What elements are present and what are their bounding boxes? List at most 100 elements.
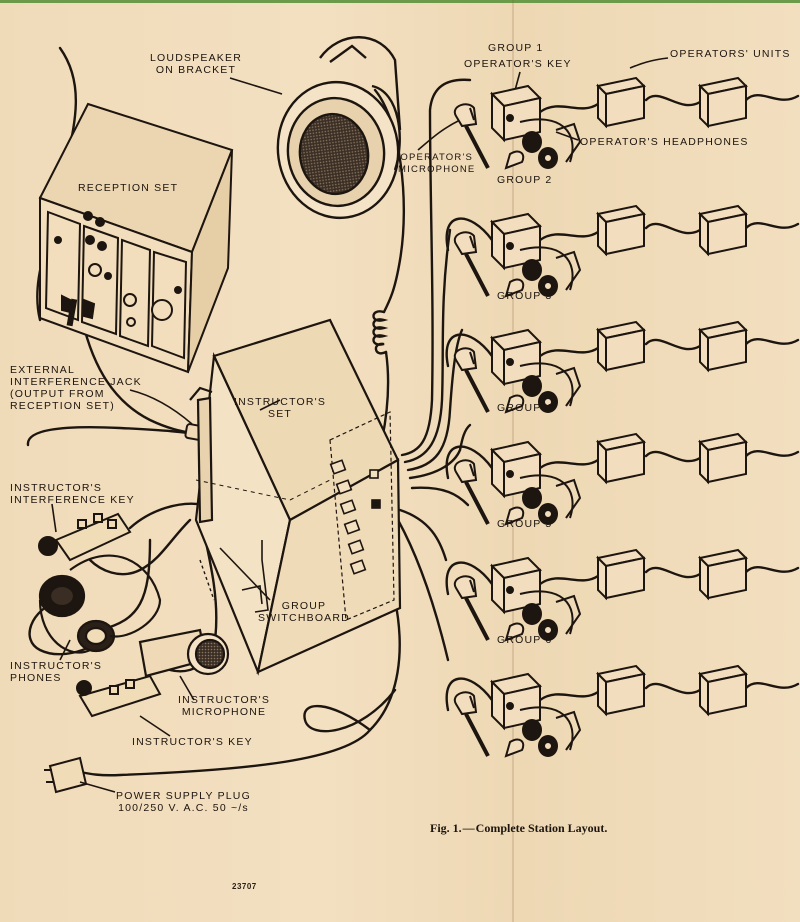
headphone-bracket — [555, 122, 582, 163]
operator-group-4 — [453, 432, 749, 526]
operator-unit-front — [707, 328, 747, 372]
operator-microphone-grille — [469, 695, 475, 709]
row-cable — [644, 94, 702, 107]
earpiece-left — [522, 603, 542, 625]
group-label-4: GROUP 4 — [497, 402, 553, 414]
row-feed-cable — [445, 333, 494, 368]
instructors-microphone-label: INSTRUCTOR'S MICROPHONE — [178, 694, 271, 718]
headphone-bracket — [555, 366, 582, 407]
operator-microphone-handle — [464, 597, 490, 641]
instructors-key-label: INSTRUCTOR'S KEY — [132, 736, 253, 748]
row-cable — [644, 682, 702, 695]
group-label-3: GROUP 3 — [497, 290, 553, 302]
headphone-cord-loop — [504, 622, 525, 642]
earpiece-center — [543, 741, 553, 751]
operator-key-knob — [506, 586, 514, 594]
headphone-cord-loop — [504, 278, 525, 298]
row-cable — [538, 230, 600, 242]
row-cable — [744, 94, 800, 102]
operator-unit-front — [707, 212, 747, 256]
operators-headphones-label: OPERATOR'S HEADPHONES — [580, 136, 749, 148]
operator-group-2 — [453, 204, 749, 298]
operator-unit-side — [597, 671, 607, 717]
row-cable — [644, 450, 702, 463]
earpiece-left — [522, 259, 542, 281]
row-cable — [744, 682, 800, 690]
operator-unit-side — [699, 671, 709, 717]
instructors-microphone-drawing — [138, 628, 230, 678]
operator-key-front — [503, 452, 541, 498]
operator-unit-front — [707, 440, 747, 484]
operator-unit-side — [597, 211, 607, 257]
scan-border — [0, 0, 800, 3]
operator-unit-front — [605, 672, 645, 716]
cables — [26, 46, 800, 777]
operator-key-front — [503, 340, 541, 386]
row-cable — [538, 574, 600, 586]
row-cable — [744, 450, 800, 458]
operator-microphone-grille — [469, 235, 475, 249]
page-number: 23707 — [232, 882, 257, 891]
row-cable — [538, 690, 600, 702]
operator-key-knob — [506, 470, 514, 478]
operator-unit-side — [597, 83, 607, 129]
caption-dash: — — [462, 821, 475, 835]
figure-number: Fig. 1. — [430, 821, 462, 835]
loudspeaker-drawing — [276, 36, 402, 220]
headphone-cord-loop — [504, 150, 525, 170]
operator-group-6 — [453, 664, 749, 758]
operator-key-front — [503, 96, 541, 142]
headphone-cord-loop — [504, 506, 525, 526]
row-cable — [644, 222, 702, 235]
operator-microphone-handle — [464, 253, 490, 297]
row-feed-cable — [445, 561, 494, 596]
row-cable — [538, 102, 600, 114]
row-cable — [644, 566, 702, 579]
earpiece-left — [522, 131, 542, 153]
operator-group-1 — [453, 76, 749, 170]
headphone-bracket — [555, 478, 582, 519]
figure-caption: Fig. 1.—Complete Station Layout. — [430, 821, 607, 836]
earpiece-left — [522, 487, 542, 509]
operator-unit-front — [707, 84, 747, 128]
earpiece-center — [543, 625, 553, 635]
reception-set-drawing — [38, 102, 234, 374]
operator-unit-front — [707, 672, 747, 716]
external-jack-label: EXTERNAL INTERFERENCE JACK (OUTPUT FROM … — [10, 364, 142, 412]
operator-microphone-grille — [469, 351, 475, 365]
operator-key-knob — [506, 114, 514, 122]
power-plug-drawing — [44, 756, 88, 794]
operator-key-knob — [506, 242, 514, 250]
operator-unit-side — [699, 327, 709, 373]
operator-unit-front — [707, 556, 747, 600]
operator-unit-side — [597, 327, 607, 373]
operator-key-knob — [506, 702, 514, 710]
instructors-set-drawing — [189, 318, 402, 676]
operator-group-5 — [453, 548, 749, 642]
headphone-cord-loop — [504, 738, 525, 758]
operator-microphone-grille — [469, 463, 475, 477]
operator-microphone-handle — [464, 713, 490, 757]
row-cable — [744, 338, 800, 346]
operator-unit-side — [699, 211, 709, 257]
instructors-key-drawing — [76, 674, 162, 718]
operator-group-3 — [453, 320, 749, 414]
operator-unit-front — [605, 84, 645, 128]
operator-microphone-handle — [464, 481, 490, 525]
operator-unit-side — [699, 555, 709, 601]
group-label-1: GROUP 1 — [488, 42, 544, 54]
group-label-6: GROUP 6 — [497, 634, 553, 646]
operator-unit-side — [699, 83, 709, 129]
operator-key-front — [503, 684, 541, 730]
operator-unit-side — [699, 439, 709, 485]
earpiece-center — [543, 153, 553, 163]
power-plug-label: POWER SUPPLY PLUG 100/250 V. A.C. 50 ~/s — [116, 790, 251, 814]
row-cable — [744, 566, 800, 574]
operator-unit-front — [605, 440, 645, 484]
group-switchboard-label: GROUP SWITCHBOARD — [258, 600, 350, 624]
caption-text: Complete Station Layout. — [475, 821, 608, 835]
group-label-2: GROUP 2 — [497, 174, 553, 186]
row-feed-cable — [445, 217, 494, 252]
headphone-cord-loop — [504, 394, 525, 414]
